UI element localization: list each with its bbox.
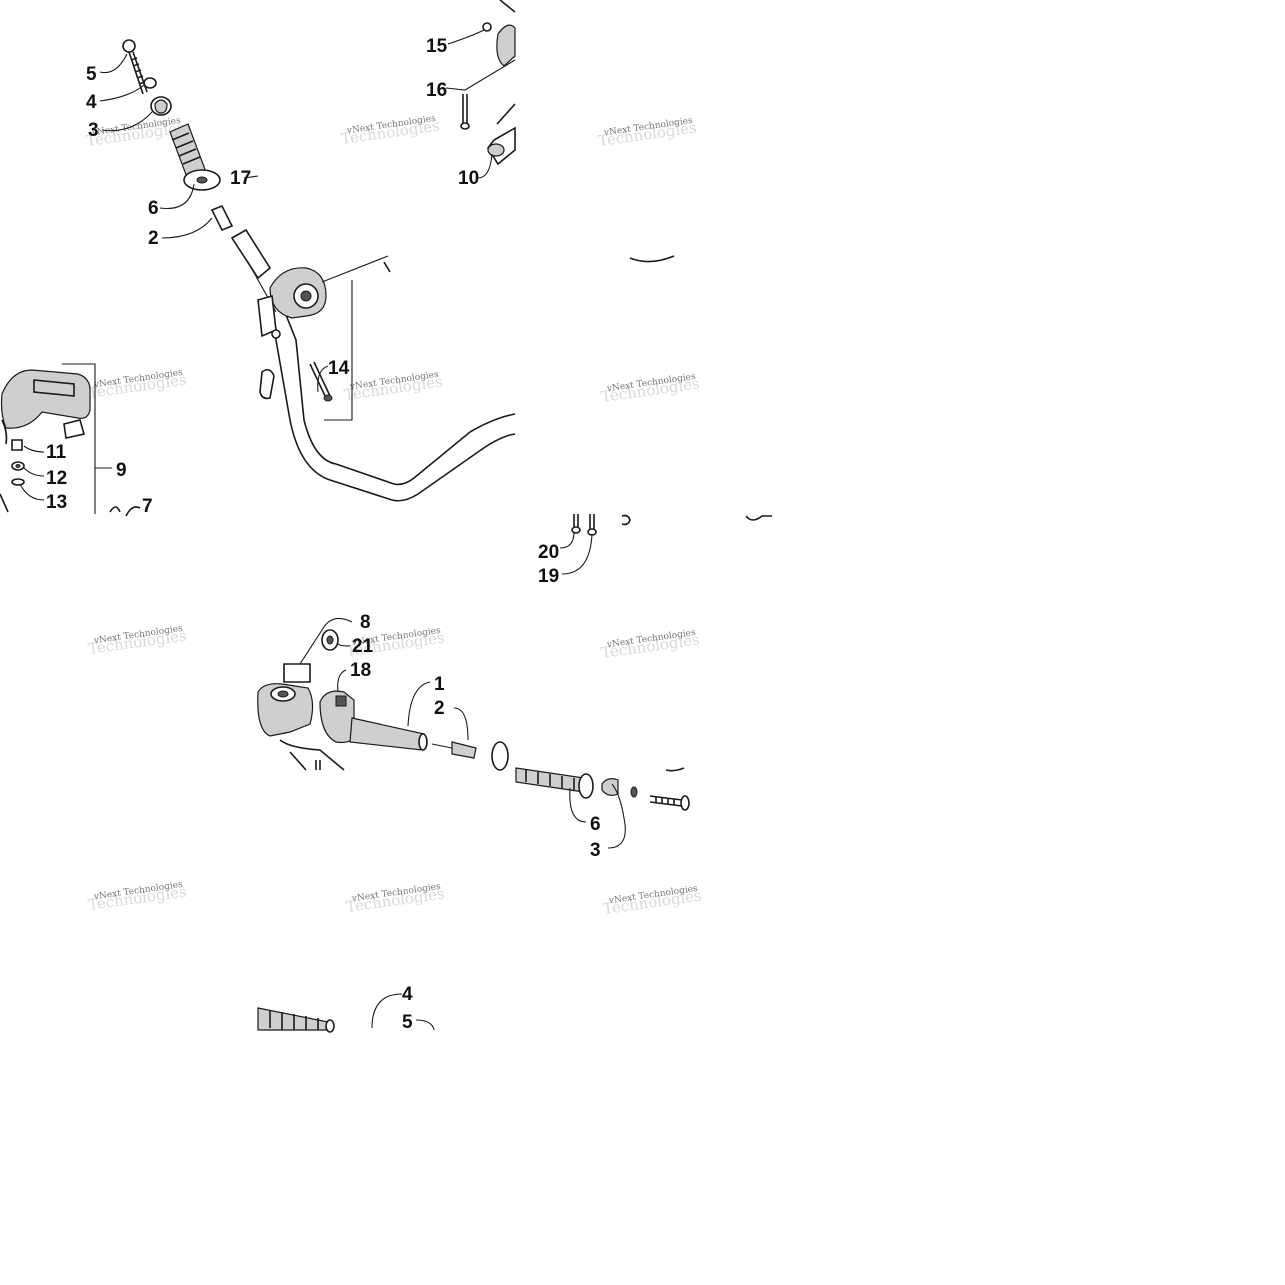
callout-18: 18 bbox=[350, 660, 371, 681]
sleeve-part-2 bbox=[210, 204, 234, 232]
callout-15: 15 bbox=[426, 36, 448, 57]
left-switch-housing bbox=[0, 369, 141, 517]
right-throttle-assembly bbox=[257, 629, 690, 811]
callout-20: 20 bbox=[538, 542, 559, 563]
left-grip-assembly bbox=[122, 39, 277, 313]
callout-6b: 6 bbox=[590, 814, 601, 835]
callout-13: 13 bbox=[46, 492, 67, 513]
callout-4: 4 bbox=[86, 92, 97, 113]
callout-14: 14 bbox=[328, 358, 350, 379]
callout-2: 2 bbox=[148, 228, 159, 249]
handlebar-right-controls bbox=[460, 0, 516, 166]
handlebar-main bbox=[257, 255, 516, 502]
callout-16: 16 bbox=[426, 80, 447, 101]
callout-2b: 2 bbox=[434, 698, 445, 719]
callout-19: 19 bbox=[538, 566, 559, 587]
callout-10: 10 bbox=[458, 168, 479, 189]
callout-17: 17 bbox=[230, 168, 251, 189]
callout-3: 3 bbox=[88, 120, 99, 141]
bottom-grip bbox=[257, 1007, 335, 1033]
washer-part-4 bbox=[143, 77, 157, 89]
callout-4b: 4 bbox=[402, 984, 413, 1005]
grip-part-6 bbox=[169, 123, 221, 191]
callout-9: 9 bbox=[116, 460, 127, 481]
callout-3b: 3 bbox=[590, 840, 601, 861]
callout-1: 1 bbox=[434, 674, 445, 695]
callout-5b: 5 bbox=[402, 1012, 413, 1033]
callout-21: 21 bbox=[352, 636, 374, 657]
end-cap-part-3 bbox=[150, 96, 172, 116]
screws-20-19 bbox=[571, 255, 772, 536]
callout-12: 12 bbox=[46, 468, 67, 489]
callout-6: 6 bbox=[148, 198, 159, 219]
callout-labels: 5 4 3 17 6 2 15 16 10 14 11 12 13 9 7 20… bbox=[46, 36, 601, 1033]
callout-8: 8 bbox=[360, 612, 371, 633]
callout-5: 5 bbox=[86, 64, 97, 85]
callout-7: 7 bbox=[142, 496, 153, 517]
callout-11: 11 bbox=[46, 442, 67, 463]
